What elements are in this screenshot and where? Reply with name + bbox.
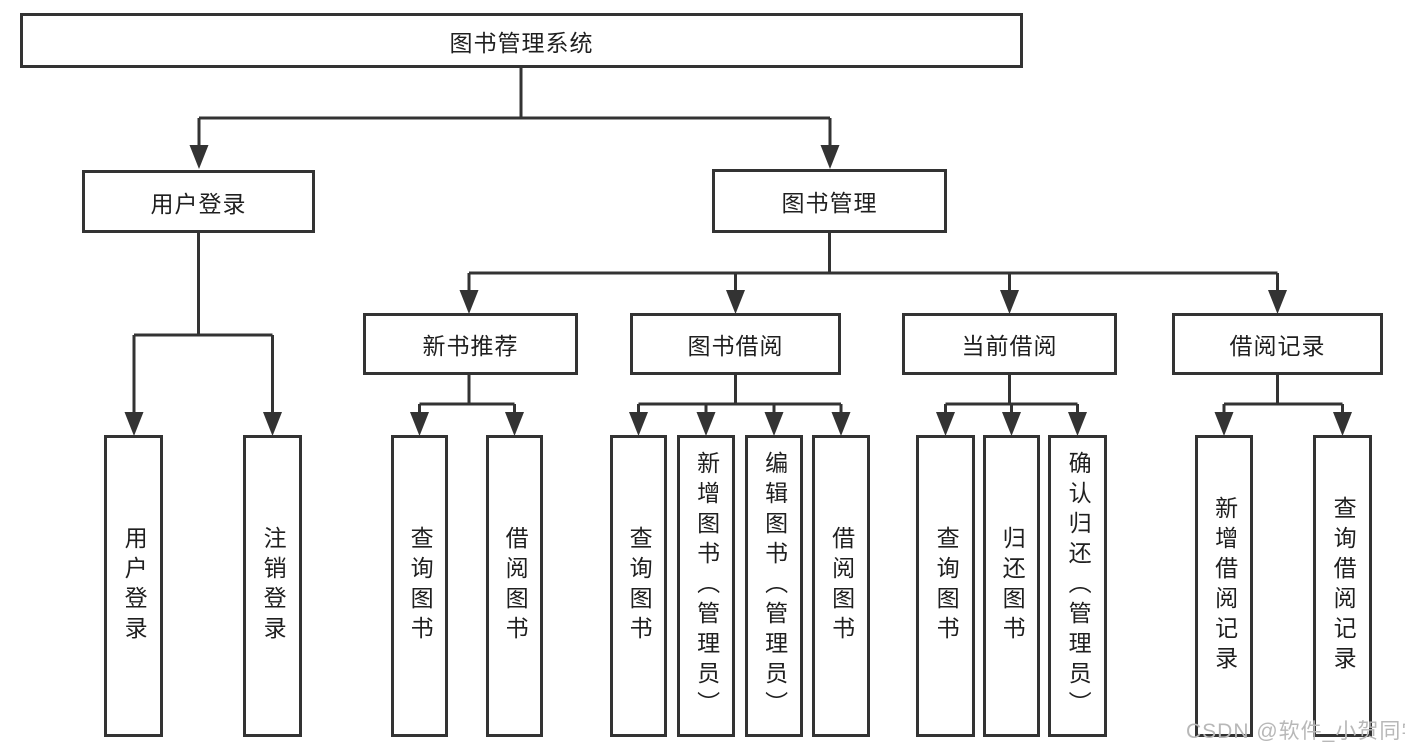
leaf-add-books-admin-label: 新增图书（管理员） [693,451,720,721]
node-borrowing-records-label: 借阅记录 [1229,333,1326,359]
leaf-add-borrow-record: 新增借阅记录 [1195,435,1253,737]
leaf-logout: 注销登录 [243,435,302,737]
leaf-borrow-books: 借阅图书 [812,435,870,737]
node-book-borrowing-label: 图书借阅 [687,333,784,359]
node-borrowing-records: 借阅记录 [1172,313,1383,375]
leaf-query-books-current-label: 查询图书 [933,526,960,646]
csdn-watermark: CSDN @软件_小贺同学 [1186,720,1405,743]
node-current-borrowing: 当前借阅 [902,313,1117,375]
leaf-return-books: 归还图书 [983,435,1040,737]
leaf-query-books-recommend-label: 查询图书 [407,526,434,646]
leaf-query-books-recommend: 查询图书 [391,435,448,737]
leaf-borrow-books-recommend: 借阅图书 [486,435,543,737]
leaf-confirm-return-admin-label: 确认归还（管理员） [1065,451,1092,721]
leaf-edit-books-admin: 编辑图书（管理员） [745,435,803,737]
node-user-login-branch-label: 用户登录 [150,190,247,217]
node-book-management-branch: 图书管理 [712,169,947,233]
leaf-borrow-books-label: 借阅图书 [828,526,855,646]
leaf-borrow-books-recommend-label: 借阅图书 [502,526,529,646]
leaf-add-borrow-record-label: 新增借阅记录 [1211,496,1238,676]
leaf-add-books-admin: 新增图书（管理员） [677,435,735,737]
leaf-return-books-label: 归还图书 [999,526,1026,646]
node-library-system-label: 图书管理系统 [449,29,594,56]
leaf-query-borrow-record-label: 查询借阅记录 [1330,496,1357,676]
node-user-login-branch: 用户登录 [82,170,315,233]
node-book-management-branch-label: 图书管理 [781,190,878,216]
leaf-query-books-current: 查询图书 [916,435,975,737]
leaf-logout-label: 注销登录 [260,526,287,646]
leaf-query-borrow-record: 查询借阅记录 [1313,435,1372,737]
leaf-edit-books-admin-label: 编辑图书（管理员） [761,451,788,721]
leaf-user-login-label: 用户登录 [121,526,148,646]
leaf-user-login: 用户登录 [104,435,163,737]
leaf-confirm-return-admin: 确认归还（管理员） [1048,435,1107,737]
node-library-system: 图书管理系统 [20,13,1023,68]
node-new-book-recommendation-label: 新书推荐 [422,333,519,359]
leaf-query-books-borrowing: 查询图书 [610,435,667,737]
node-new-book-recommendation: 新书推荐 [363,313,578,375]
node-current-borrowing-label: 当前借阅 [961,333,1058,359]
node-book-borrowing: 图书借阅 [630,313,841,375]
leaf-query-books-borrowing-label: 查询图书 [626,526,653,646]
